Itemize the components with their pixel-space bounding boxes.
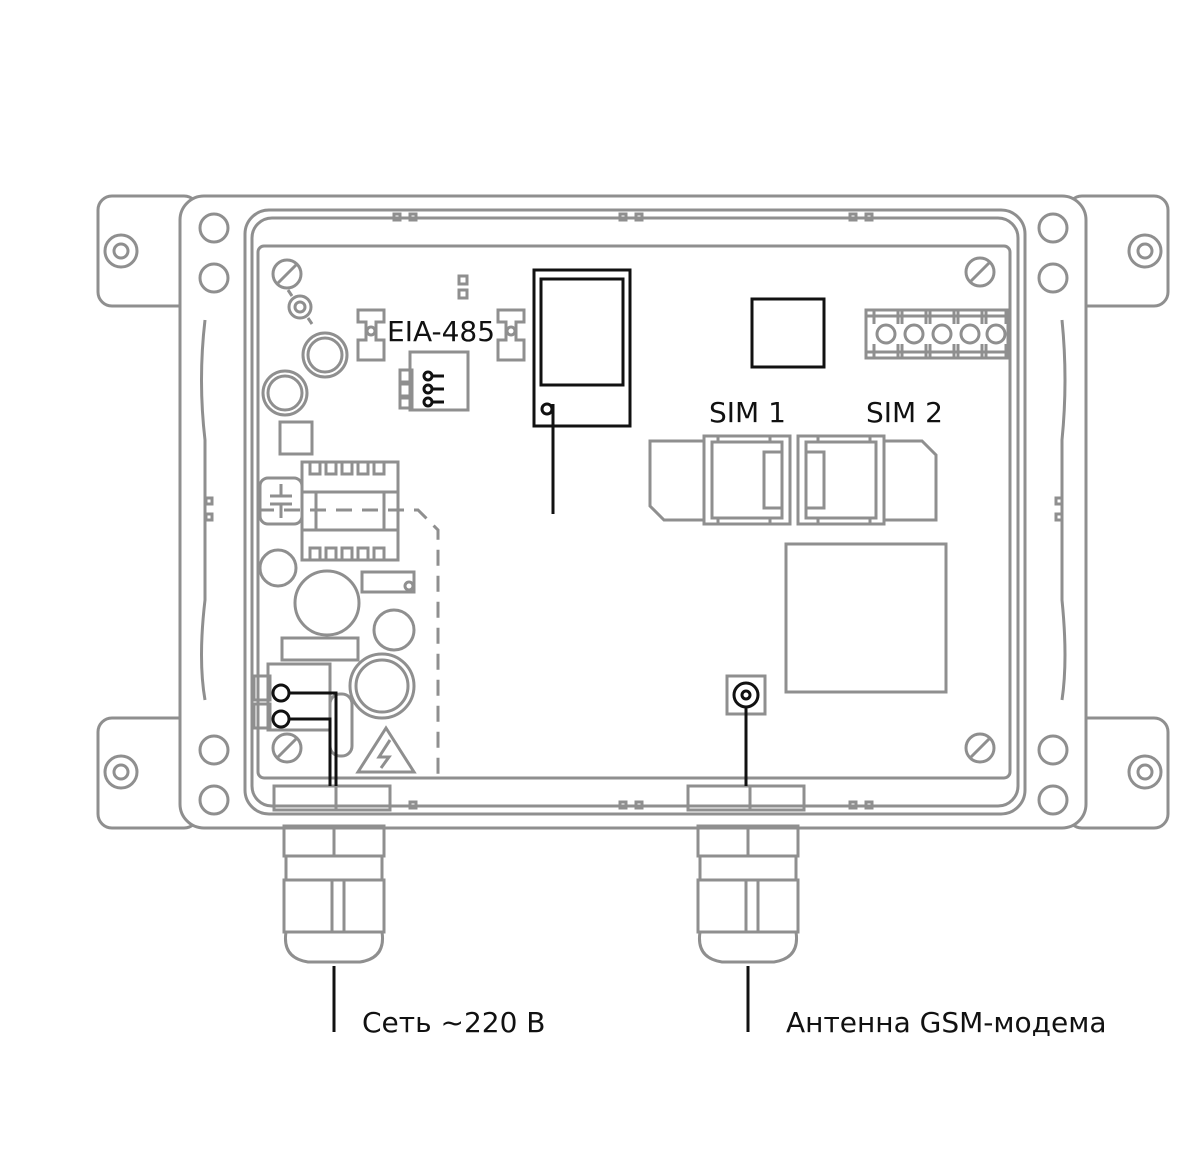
power-label: Сеть ~220 В (362, 1006, 546, 1039)
power-terminal-block (266, 662, 332, 732)
capacitor (301, 331, 349, 379)
screw-icon (964, 732, 996, 764)
enclosure-outer (178, 194, 1088, 830)
sim2-holder (796, 434, 938, 526)
cable-gland-antenna (686, 784, 806, 964)
gsm-module (784, 542, 948, 694)
eia485-terminals (422, 370, 444, 408)
sim2-label: SIM 2 (866, 396, 943, 429)
screw-icon (271, 732, 303, 764)
eia485-label: EIA-485 (387, 315, 495, 348)
gsm-chip (750, 297, 826, 369)
enclosure (178, 194, 1088, 830)
sim1-holder (648, 434, 792, 526)
power-supply-section (252, 289, 440, 776)
capacitor (293, 569, 361, 637)
antenna-label: Антенна GSM-модема (786, 1006, 1107, 1039)
cable-gland-power (272, 784, 392, 964)
screw-icon (271, 258, 303, 290)
sim1-label: SIM 1 (709, 396, 786, 429)
eia485-section (356, 274, 526, 412)
board-screws (271, 256, 996, 764)
power-wiring (271, 683, 338, 786)
terminal-strip (864, 308, 1010, 360)
controller-module (532, 268, 632, 514)
high-voltage-warning-icon (355, 725, 417, 774)
mounting-ears (96, 194, 1170, 830)
capacitor (348, 652, 416, 720)
capacitor (261, 369, 309, 417)
pcb-board (256, 244, 1012, 780)
enclosure-rim (243, 208, 1027, 816)
screw-icon (964, 256, 996, 288)
